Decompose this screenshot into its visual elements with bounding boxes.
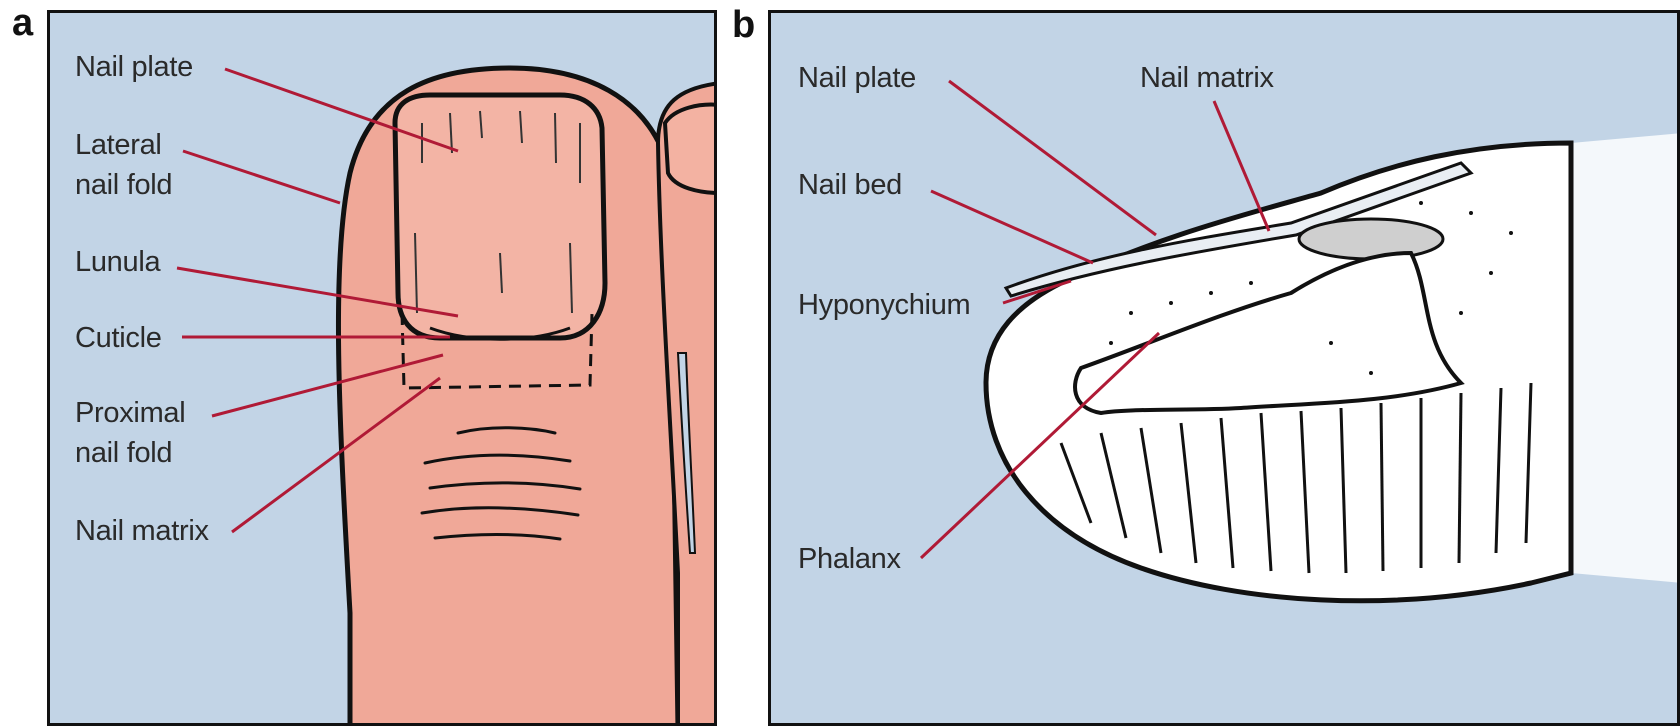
finger-extension-highlight [1571, 133, 1680, 583]
label-nail-bed: Nail bed [798, 165, 902, 205]
label-nail-matrix-b: Nail matrix [1140, 58, 1274, 98]
label-phalanx: Phalanx [798, 539, 901, 579]
label-lateral-nail-fold-line2: nail fold [75, 165, 172, 205]
label-nail-plate-b: Nail plate [798, 58, 916, 98]
label-nail-matrix-a: Nail matrix [75, 511, 209, 551]
panel-b: Nail plate Nail matrix Nail bed Hyponych… [768, 10, 1680, 726]
label-lunula: Lunula [75, 242, 160, 282]
panel-a: Nail plate Lateral nail fold Lunula Cuti… [47, 10, 717, 726]
panel-b-letter: b [732, 6, 755, 44]
cross-section-illustration [771, 13, 1680, 726]
second-toe-nail [665, 105, 717, 193]
label-proximal-nail-fold-line2: nail fold [75, 433, 172, 473]
label-cuticle: Cuticle [75, 318, 162, 358]
label-nail-plate-a: Nail plate [75, 47, 193, 87]
panel-a-letter: a [12, 4, 33, 42]
label-proximal-nail-fold-line1: Proximal [75, 393, 185, 433]
nail-matrix-shape [1299, 219, 1443, 259]
label-lateral-nail-fold-line1: Lateral [75, 125, 162, 165]
label-hyponychium: Hyponychium [798, 285, 970, 325]
nail-plate-shape [395, 95, 605, 338]
toe-illustration [50, 13, 717, 726]
